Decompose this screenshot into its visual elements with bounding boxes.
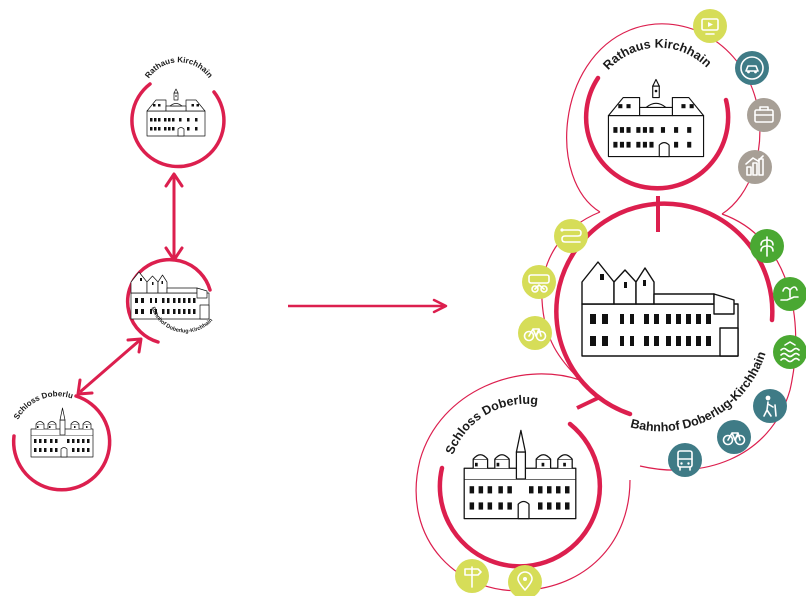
transition-arrow: [288, 298, 448, 314]
rathaus-building-icon: [607, 78, 705, 158]
large-node-rathaus: Rathaus Kirchhain: [583, 37, 731, 191]
rathaus-building-icon: [146, 88, 206, 137]
car-sharing-icon[interactable]: [735, 51, 769, 85]
large-rathaus-label: Rathaus Kirchhain: [600, 37, 714, 73]
large-diagram: Rathaus Kirchhain Bahnhof Doberlug-Kirch…: [415, 9, 806, 596]
briefcase-icon[interactable]: [747, 98, 781, 132]
hand-plant-icon[interactable]: [773, 277, 806, 311]
small-node-rathaus: Rathaus Kirchhain: [130, 55, 226, 169]
bus-icon[interactable]: [668, 443, 702, 477]
bus-bike-icon[interactable]: [522, 265, 556, 299]
schloss-building-icon: [30, 407, 94, 458]
small-rathaus-label: Rathaus Kirchhain: [143, 55, 214, 80]
wheat-icon[interactable]: [750, 229, 784, 263]
video-screen-icon[interactable]: [693, 9, 727, 43]
small-diagram: Rathaus Kirchhain Bahnhof Doberlug-Kirch…: [0, 0, 226, 492]
schloss-outer-outline: [415, 373, 631, 592]
small-connector-rathaus-bahnhof: [164, 172, 184, 262]
bicycle-icon[interactable]: [518, 316, 552, 350]
small-connector-bahnhof-schloss: [76, 337, 143, 396]
bike-route-icon[interactable]: [554, 219, 588, 253]
city-growth-icon[interactable]: [738, 150, 772, 184]
bahnhof-building-icon: [581, 261, 739, 357]
small-node-bahnhof: Bahnhof Doberlug-Kirchhain: [125, 257, 215, 344]
large-connector-bahnhof-schloss: [576, 396, 599, 410]
bicycle-icon[interactable]: [717, 420, 751, 454]
large-node-bahnhof: Bahnhof Doberlug-Kirchhain: [554, 201, 775, 435]
water-waves-icon[interactable]: [773, 335, 806, 369]
bahnhof-building-icon: [130, 271, 210, 320]
signpost-icon[interactable]: [455, 559, 489, 593]
schloss-building-icon: [463, 429, 577, 520]
map-pin-icon[interactable]: [508, 565, 542, 596]
large-node-schloss: Schloss Doberlug: [437, 393, 603, 569]
large-bahnhof-label: Bahnhof Doberlug-Kirchhain: [629, 350, 768, 435]
elderly-person-icon[interactable]: [753, 389, 787, 423]
small-schloss-label: Schloss Doberlug: [0, 0, 74, 421]
small-node-schloss: Schloss Doberlug: [0, 0, 112, 492]
